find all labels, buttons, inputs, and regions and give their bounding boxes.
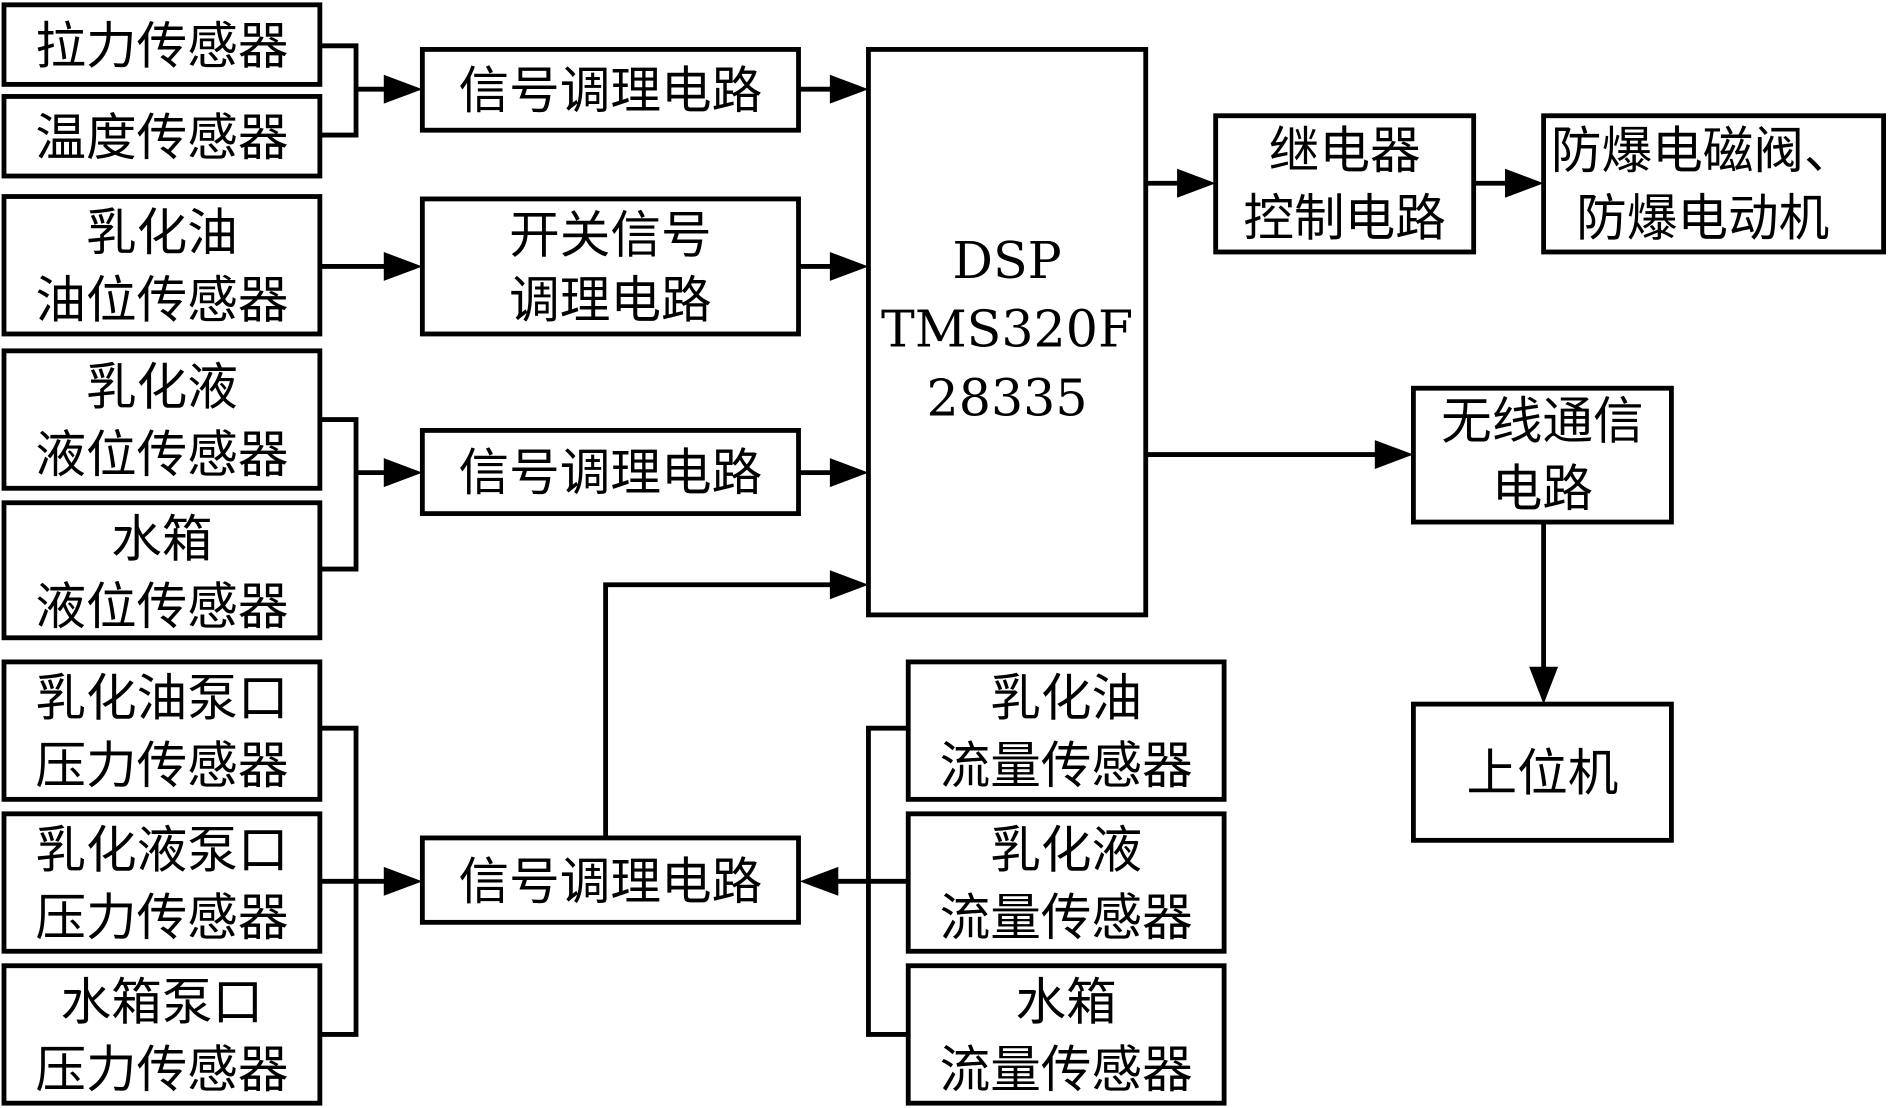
arrowhead [383,458,423,488]
emulsion-pump-pressure-label-1: 乳化液泵口 [35,820,288,879]
relay-label-1: 继电器 [1269,121,1421,180]
switch-conditioning-label-2: 调理电路 [509,271,712,330]
oil-flow-label-2: 流量传感器 [940,736,1193,795]
dsp-label-3: 28335 [927,368,1088,427]
emulsion-level-label-1: 乳化液 [86,358,238,417]
tension-sensor-box: 拉力传感器 [1,2,323,87]
signal-conditioning-box-1: 信号调理电路 [419,47,801,133]
tank-pump-pressure-sensor-box: 水箱泵口 压力传感器 [1,963,323,1106]
tank-flow-label-2: 流量传感器 [940,1040,1193,1099]
relay-control-box: 继电器 控制电路 [1213,113,1477,255]
oil-flow-sensor-box: 乳化油 流量传感器 [905,659,1227,802]
signal-conditioning-label-1: 信号调理电路 [459,61,763,120]
tank-level-label-1: 水箱 [111,509,212,568]
arrowhead [1529,666,1559,705]
oil-pump-pressure-sensor-box: 乳化油泵口 压力传感器 [1,659,323,802]
arrowhead [383,866,423,896]
signal-conditioning-box-4: 信号调理电路 [419,835,801,925]
tank-level-sensor-box: 水箱 液位传感器 [1,500,323,641]
temperature-sensor-label: 温度传感器 [35,108,288,167]
oil-flow-label-1: 乳化油 [990,669,1142,728]
dsp-box: DSP TMS320F 28335 [866,47,1149,618]
switch-signal-conditioning-box: 开关信号 调理电路 [419,196,801,337]
arrowhead [1505,168,1544,198]
emulsion-pump-pressure-label-2: 压力传感器 [35,888,288,947]
oil-level-sensor-label-2: 油位传感器 [35,271,288,330]
actuators-label-2: 防爆电动机 [1576,189,1829,248]
tank-flow-label-1: 水箱 [1016,972,1117,1031]
oil-pump-pressure-label-1: 乳化油泵口 [35,669,288,728]
arrowhead [383,74,423,104]
tension-sensor-label: 拉力传感器 [35,16,288,75]
signal-conditioning-label-3: 信号调理电路 [459,443,763,502]
arrowhead [383,251,423,281]
signal-conditioning-label-4: 信号调理电路 [459,852,763,911]
temperature-sensor-box: 温度传感器 [1,94,323,179]
emulsion-level-sensor-box: 乳化液 液位传感器 [1,348,323,491]
arrowhead [829,74,869,104]
switch-conditioning-label-1: 开关信号 [509,206,712,265]
emulsion-flow-label-1: 乳化液 [990,820,1142,879]
arrowhead [799,866,839,896]
arrowhead [829,570,869,600]
oil-pump-pressure-label-2: 压力传感器 [35,736,288,795]
relay-label-2: 控制电路 [1243,189,1446,248]
actuators-label-1: 防爆电磁阀、 [1551,121,1855,180]
emulsion-flow-label-2: 流量传感器 [940,888,1193,947]
oil-level-sensor-label-1: 乳化油 [86,203,238,262]
arrowhead [829,458,869,488]
oil-level-sensor-box: 乳化油 油位传感器 [1,194,323,337]
arrowhead [829,251,869,281]
arrowhead [1177,168,1216,198]
emulsion-flow-sensor-box: 乳化液 流量传感器 [905,811,1227,954]
dsp-label-1: DSP [952,231,1061,290]
signal-conditioning-box-3: 信号调理电路 [419,428,801,517]
wireless-comm-box: 无线通信 电路 [1410,385,1674,525]
wireless-label-2: 电路 [1492,459,1593,518]
dsp-label-2: TMS320F [881,300,1133,359]
emulsion-level-label-2: 液位传感器 [35,425,288,484]
actuators-box: 防爆电磁阀、 防爆电动机 [1541,113,1887,255]
tank-level-label-2: 液位传感器 [35,577,288,636]
tank-pump-pressure-label-2: 压力传感器 [35,1040,288,1099]
connectors [319,43,1559,1037]
host-computer-box: 上位机 [1410,701,1674,843]
arrowhead [1374,440,1414,470]
tank-flow-sensor-box: 水箱 流量传感器 [905,963,1227,1106]
host-computer-label: 上位机 [1466,743,1618,802]
tank-pump-pressure-label-1: 水箱泵口 [61,972,264,1031]
wireless-label-1: 无线通信 [1441,391,1644,450]
emulsion-pump-pressure-sensor-box: 乳化液泵口 压力传感器 [1,811,323,954]
